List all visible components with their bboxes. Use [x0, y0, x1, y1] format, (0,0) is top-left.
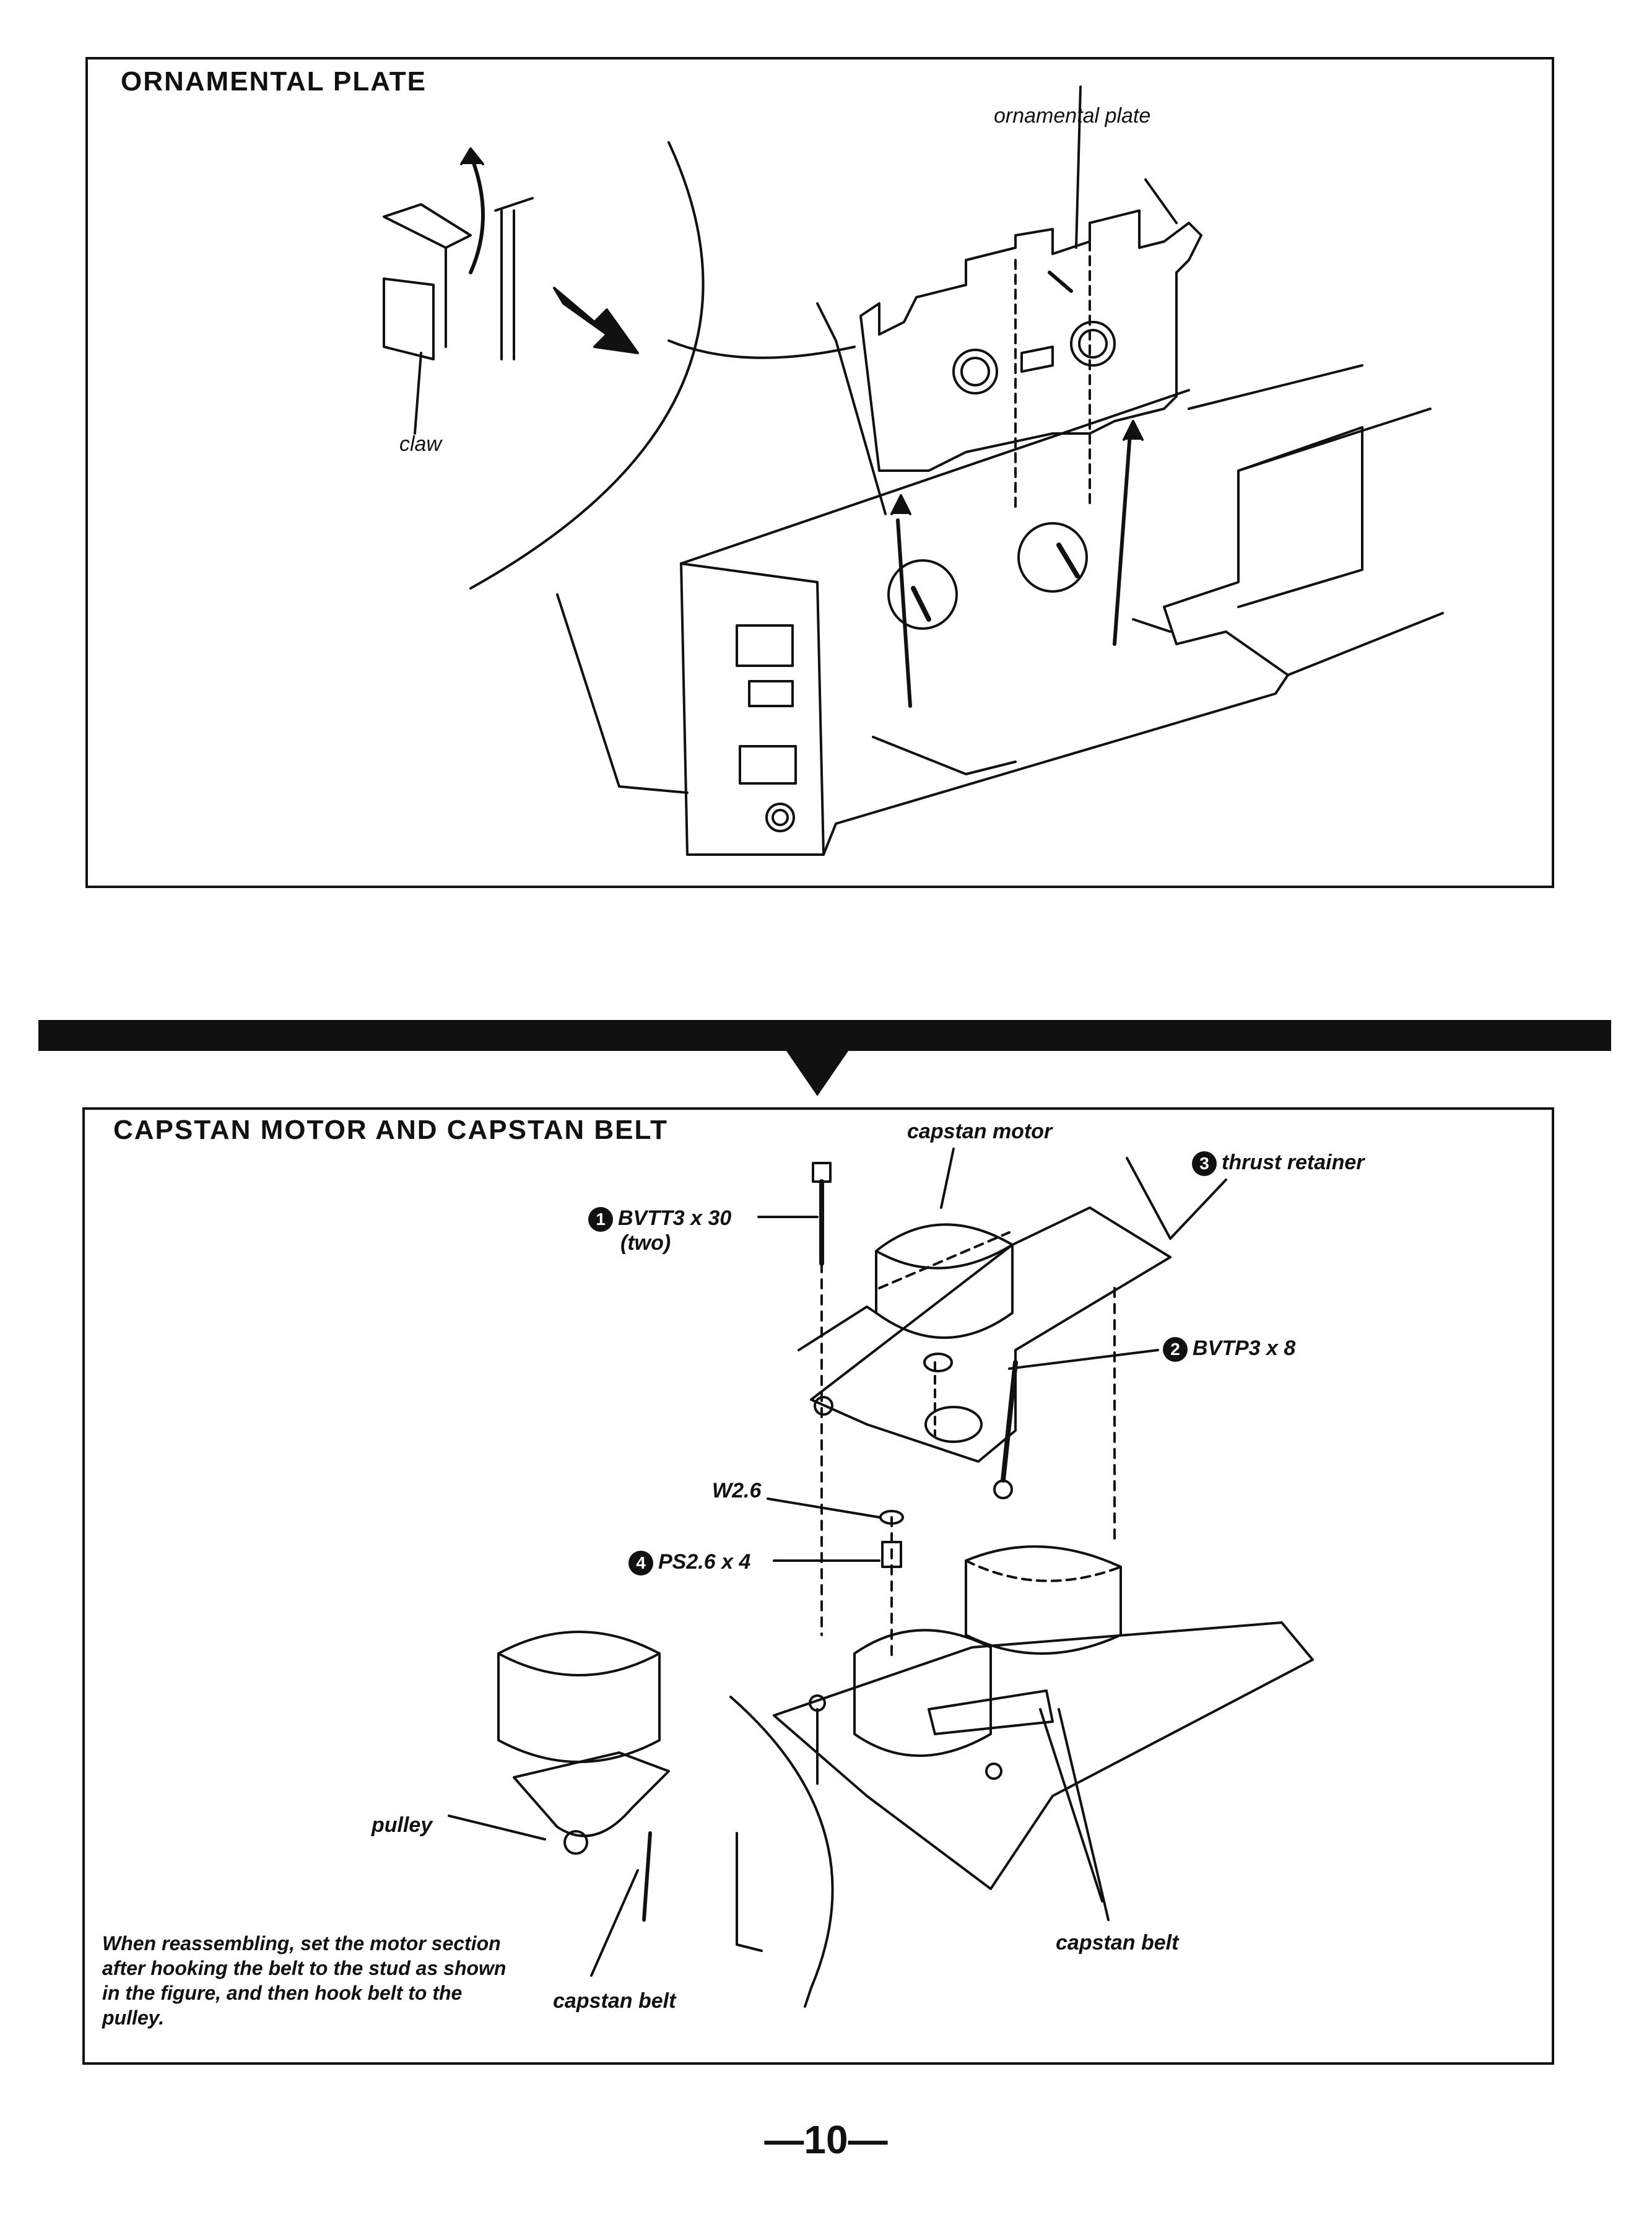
label-claw: claw — [399, 432, 442, 456]
label-ornamental-plate: ornamental plate — [994, 104, 1151, 128]
page-number: —10— — [764, 2117, 888, 2162]
reassembly-note: When reassembling, set the motor section… — [102, 1932, 506, 2029]
section-divider-bar — [38, 1020, 1611, 1051]
capstan-drawing — [448, 1148, 1314, 2008]
label-washer: W2.6 — [712, 1479, 762, 1502]
callout-2: 2 — [1163, 1337, 1188, 1362]
screw2-text: BVTP3 x 8 — [1193, 1336, 1296, 1360]
callout-3: 3 — [1192, 1151, 1217, 1177]
label-pulley: pulley — [372, 1813, 433, 1837]
label-screw1-qty: (two) — [620, 1231, 671, 1255]
label-capstan-belt-left: capstan belt — [553, 1989, 676, 2013]
capstan-panel — [82, 1107, 1554, 2065]
capstan-title: CAPSTAN MOTOR AND CAPSTAN BELT — [113, 1115, 668, 1145]
down-arrow — [786, 1051, 848, 1096]
ornamental-plate-title: ORNAMENTAL PLATE — [121, 66, 427, 97]
label-capstan-belt-right: capstan belt — [1056, 1931, 1179, 1955]
callout-4: 4 — [628, 1551, 653, 1576]
thrust-retainer-text: thrust retainer — [1222, 1151, 1365, 1174]
callout-1: 1 — [588, 1207, 613, 1232]
label-capstan-motor: capstan motor — [907, 1120, 1053, 1143]
screw1-text: BVTT3 x 30 — [618, 1206, 732, 1230]
screw4-text: PS2.6 x 4 — [658, 1550, 751, 1574]
ornamental-plate-panel — [85, 57, 1554, 888]
ornamental-plate-drawing — [383, 85, 1444, 856]
